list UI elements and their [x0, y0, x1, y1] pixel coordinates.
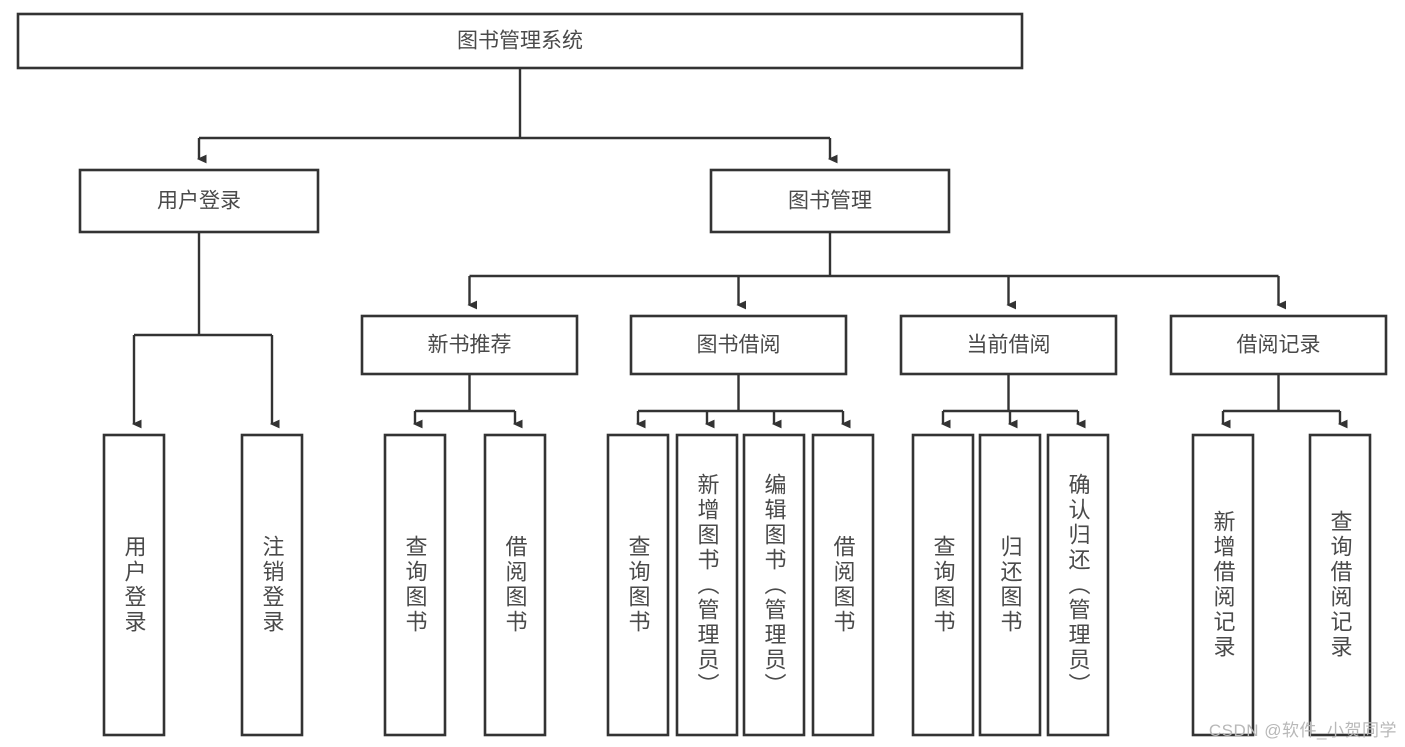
node-leaf-confirm-return-rect	[1046, 433, 1110, 737]
watermark-text: CSDN @软件_小贺同学	[1208, 721, 1397, 740]
node-new-book-recommend-label: 新书推荐	[428, 334, 512, 357]
node-leaf-add-record[interactable]	[1191, 433, 1255, 737]
node-leaf-add-book[interactable]	[675, 433, 739, 737]
node-leaf-confirm-return[interactable]	[1046, 433, 1110, 737]
node-user-login[interactable]: 用户登录	[78, 168, 320, 234]
node-leaf-user-login[interactable]	[102, 433, 166, 737]
node-current-borrow[interactable]: 当前借阅	[899, 314, 1118, 376]
node-leaf-logout-rect	[240, 433, 304, 737]
node-new-book-recommend-rect	[360, 314, 579, 376]
node-leaf-add-book-rect	[675, 433, 739, 737]
node-root-system-rect	[16, 12, 1024, 70]
node-leaf-add-record-rect	[1191, 433, 1255, 737]
node-leaf-query-book-1-rect	[383, 433, 447, 737]
node-leaf-logout[interactable]	[240, 433, 304, 737]
node-book-borrow-rect	[629, 314, 848, 376]
node-leaf-query-book-3-rect	[911, 433, 975, 737]
node-leaf-user-login-rect	[102, 433, 166, 737]
node-leaf-return-book[interactable]	[978, 433, 1042, 737]
node-leaf-query-record[interactable]	[1308, 433, 1372, 737]
node-user-login-rect	[78, 168, 320, 234]
node-new-book-recommend[interactable]: 新书推荐	[360, 314, 579, 376]
node-leaf-edit-book[interactable]	[742, 433, 806, 737]
node-leaf-query-record-rect	[1308, 433, 1372, 737]
node-leaf-query-book-3[interactable]	[911, 433, 975, 737]
node-user-login-label: 用户登录	[157, 190, 241, 213]
node-leaf-borrow-book-2-rect	[811, 433, 875, 737]
node-leaf-query-book-1[interactable]	[383, 433, 447, 737]
node-current-borrow-label: 当前借阅	[967, 334, 1051, 357]
node-current-borrow-rect	[899, 314, 1118, 376]
node-leaf-borrow-book-1-rect	[483, 433, 547, 737]
node-leaf-return-book-rect	[978, 433, 1042, 737]
node-leaf-query-book-2-rect	[606, 433, 670, 737]
node-borrow-record[interactable]: 借阅记录	[1169, 314, 1388, 376]
node-root-system-label: 图书管理系统	[457, 30, 583, 53]
node-leaf-borrow-book-2[interactable]	[811, 433, 875, 737]
node-book-management-label: 图书管理	[788, 190, 872, 213]
node-leaf-query-book-2[interactable]	[606, 433, 670, 737]
node-book-management[interactable]: 图书管理	[709, 168, 951, 234]
connectors-layer	[131, 68, 1348, 429]
node-borrow-record-label: 借阅记录	[1237, 334, 1321, 357]
node-leaf-edit-book-rect	[742, 433, 806, 737]
node-book-borrow[interactable]: 图书借阅	[629, 314, 848, 376]
node-root-system[interactable]: 图书管理系统	[16, 12, 1024, 70]
node-book-borrow-label: 图书借阅	[697, 334, 781, 357]
node-leaf-borrow-book-1[interactable]	[483, 433, 547, 737]
node-book-management-rect	[709, 168, 951, 234]
node-borrow-record-rect	[1169, 314, 1388, 376]
